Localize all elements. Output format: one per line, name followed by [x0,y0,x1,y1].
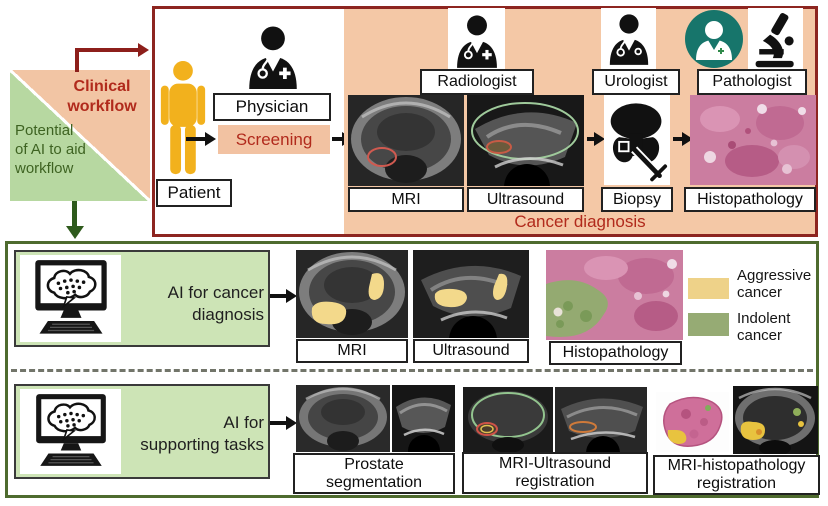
ai-diagnosis-box: AI for cancer diagnosis [14,250,270,347]
prostate-seg-mri-image [296,385,390,452]
ai-supporting-box: AI for supporting tasks [14,384,270,479]
ai-histopathology-label: Histopathology [549,341,682,365]
ai-potential-label: Potential of AI to aid workflow [15,122,86,177]
ai-computer-icon [20,389,121,474]
aggressive-cancer-label: Aggressive cancer [737,267,812,302]
ai-mri-label: MRI [296,339,408,363]
biopsy-icon [604,95,670,185]
ultrasound-image [467,95,584,186]
mri-us-reg-label: MRI-Ultrasound registration [462,452,648,494]
urologist-icon [601,8,656,70]
mri-us-reg-mri-image [463,387,553,452]
section-divider [11,369,813,372]
ai-mri-image [296,250,408,338]
mri-us-reg-ultrasound-image [555,387,647,452]
ai-computer-icon [20,255,121,342]
ai-ultrasound-label: Ultrasound [413,339,529,363]
prostate-seg-ultrasound-image [392,385,455,452]
mri-histo-reg-histology-image [656,392,729,452]
ai-ultrasound-image [413,250,529,338]
biopsy-label: Biopsy [601,187,673,212]
mri-histo-reg-label: MRI-histopathology registration [653,455,820,495]
patient-icon [160,60,206,180]
mri-label: MRI [348,187,464,212]
mri-histo-reg-mri-image [733,386,818,454]
pathologist-label: Pathologist [697,69,807,95]
ultrasound-label: Ultrasound [467,187,584,212]
ai-histopathology-image [546,250,683,340]
patient-label: Patient [156,179,232,207]
ai-supporting-title: AI for supporting tasks [140,413,264,455]
prostate-seg-label: Prostate segmentation [293,453,455,494]
screening-step: Screening [218,125,330,154]
aggressive-cancer-swatch [688,278,729,299]
workflow-quadrant: Clinical workflow Potential of AI to aid… [10,70,150,201]
physician-icon [242,24,304,90]
radiologist-label: Radiologist [420,69,534,95]
indolent-cancer-swatch [688,313,729,336]
radiologist-icon [448,8,505,74]
ai-diagnosis-title: AI for cancer diagnosis [167,283,264,325]
cancer-diagnosis-caption: Cancer diagnosis [514,212,646,231]
clinical-workflow-label: Clinical workflow [67,78,137,115]
indolent-cancer-label: Indolent cancer [737,310,791,345]
histopathology-image [690,95,816,185]
mri-image [348,95,464,186]
pathologist-icon [685,10,743,68]
urologist-label: Urologist [592,69,680,95]
histopathology-label: Histopathology [684,187,816,212]
microscope-icon [748,8,803,72]
physician-label: Physician [213,93,331,121]
